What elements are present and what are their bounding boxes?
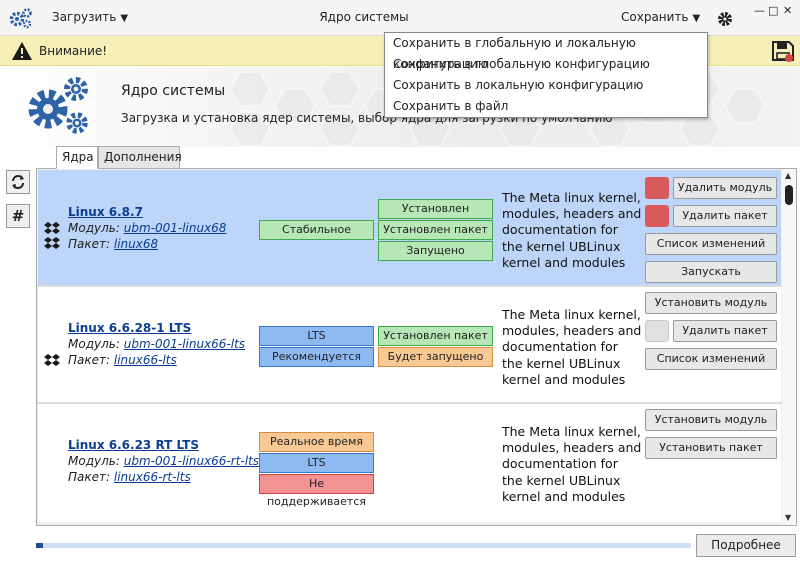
row-divider [37, 285, 782, 287]
kernel-module-line: Модуль: ubm-001-linux66-rt-lts [68, 454, 259, 468]
remove-package-button[interactable]: Удалить пакет [673, 320, 777, 342]
status-badge: Запущено [378, 241, 493, 261]
package-link[interactable]: linux66-lts [113, 353, 177, 367]
warning-text: Внимание! [39, 44, 108, 58]
load-menu-label: Загрузить [52, 10, 117, 24]
minimize-button[interactable]: — [754, 4, 765, 17]
module-label: Модуль: [68, 454, 120, 468]
progress-fill [36, 543, 43, 548]
caret-down-icon: ▼ [120, 13, 129, 24]
remove-package-button[interactable]: Удалить пакет [673, 205, 777, 227]
hash-icon: # [11, 207, 25, 225]
menu-item-save-global[interactable]: Сохранить в глобальную конфигурацию [393, 57, 650, 71]
module-link[interactable]: ubm-001-linux68 [123, 221, 227, 235]
scrollbar[interactable] [782, 169, 796, 525]
scroll-up-icon[interactable]: ▲ [785, 171, 792, 180]
close-button[interactable]: ✕ [783, 4, 793, 17]
hash-button[interactable]: # [6, 204, 30, 228]
changelog-button[interactable]: Список изменений [645, 233, 777, 255]
kernel-row[interactable]: Linux 6.6.23 RT LTS Модуль: ubm-001-linu… [38, 404, 781, 522]
status-badge: LTS [259, 326, 374, 346]
title-bar: Загрузить▼ Ядро системы Сохранить▼ — □ ✕ [0, 0, 800, 36]
status-badge: Установлен пакет [378, 326, 493, 346]
tab-addons[interactable]: Дополнения [98, 146, 182, 169]
progress-bar [36, 543, 691, 548]
package-link[interactable]: linux68 [113, 237, 159, 251]
status-badge: LTS [259, 453, 374, 473]
kernel-description: The Meta linux kernel, modules, headers … [502, 190, 642, 270]
gears-icon [28, 77, 88, 134]
menu-item-save-file[interactable]: Сохранить в файл [393, 99, 509, 113]
page-title: Ядро системы [121, 83, 226, 99]
module-link[interactable]: ubm-001-linux66-lts [123, 337, 246, 351]
scroll-down-icon[interactable]: ▼ [785, 513, 792, 522]
kernel-module-line: Модуль: ubm-001-linux66-lts [68, 337, 245, 351]
save-menu-button[interactable]: Сохранить▼ [621, 10, 700, 24]
kernel-package-line: Пакет: linux66-lts [68, 353, 177, 367]
package-link[interactable]: linux66-rt-lts [113, 470, 191, 484]
module-label: Модуль: [68, 337, 120, 351]
install-package-button[interactable]: Установить пакет [645, 437, 777, 459]
kernel-name[interactable]: Linux 6.6.23 RT LTS [68, 438, 200, 452]
warning-icon [12, 42, 32, 60]
status-badge: Рекомендуется [259, 347, 374, 367]
cloud-download-icon [645, 320, 669, 342]
caret-down-icon: ▼ [692, 13, 701, 24]
kernel-list: Linux 6.8.7 Модуль: ubm-001-linux68 Паке… [36, 168, 797, 526]
dropbox-icon [44, 222, 60, 234]
package-label: Пакет: [68, 470, 111, 484]
module-link[interactable]: ubm-001-linux66-rt-lts [123, 454, 260, 468]
dropbox-icon [44, 354, 60, 366]
menu-item-save-global-local[interactable]: Сохранить в глобальную и локальную конфи… [393, 36, 636, 71]
save-dropdown-menu: Сохранить в глобальную и локальную конфи… [384, 32, 708, 118]
install-module-button[interactable]: Установить модуль [645, 292, 777, 314]
kernel-name[interactable]: Linux 6.8.7 [68, 205, 143, 219]
dropbox-icon [44, 237, 60, 249]
install-module-button[interactable]: Установить модуль [645, 409, 777, 431]
status-badge: Не поддерживается [259, 474, 374, 508]
changelog-button[interactable]: Список изменений [645, 348, 777, 370]
status-badge: Установлен пакет [378, 220, 493, 240]
kernel-package-line: Пакет: linux68 [68, 237, 158, 251]
save-disk-icon[interactable] [771, 40, 795, 62]
kernel-row[interactable]: Linux 6.8.7 Модуль: ubm-001-linux68 Паке… [38, 170, 781, 285]
gears-icon [9, 8, 32, 29]
refresh-button[interactable] [6, 170, 30, 194]
details-button[interactable]: Подробнее [696, 534, 796, 557]
status-badge: Стабильное [259, 220, 374, 240]
row-divider [37, 402, 782, 404]
package-label: Пакет: [68, 237, 111, 251]
menu-item-save-local[interactable]: Сохранить в локальную конфигурацию [393, 78, 644, 92]
kernel-name[interactable]: Linux 6.6.28-1 LTS [68, 321, 192, 335]
package-label: Пакет: [68, 353, 111, 367]
save-menu-label: Сохранить [621, 10, 689, 24]
gear-icon[interactable] [716, 10, 734, 28]
cloud-download-icon [645, 177, 669, 199]
status-badge: Будет запущено [378, 347, 493, 367]
module-label: Модуль: [68, 221, 120, 235]
kernel-row[interactable]: Linux 6.6.28-1 LTS Модуль: ubm-001-linux… [38, 287, 781, 402]
scrollbar-thumb[interactable] [785, 185, 793, 205]
tab-kernels[interactable]: Ядра [56, 146, 98, 169]
run-button[interactable]: Запускать [645, 261, 777, 283]
kernel-module-line: Модуль: ubm-001-linux68 [68, 221, 226, 235]
kernel-package-line: Пакет: linux66-rt-lts [68, 470, 191, 484]
remove-module-button[interactable]: Удалить модуль [673, 177, 777, 199]
maximize-button[interactable]: □ [768, 4, 779, 17]
kernel-description: The Meta linux kernel, modules, headers … [502, 307, 642, 387]
refresh-icon [12, 175, 24, 189]
window-title: Ядро системы [319, 10, 409, 24]
cloud-download-icon [645, 205, 669, 227]
status-badge: Установлен модуль [378, 199, 493, 233]
load-menu-button[interactable]: Загрузить▼ [52, 10, 128, 24]
kernel-description: The Meta linux kernel, modules, headers … [502, 424, 642, 504]
status-badge: Реальное время [259, 432, 374, 452]
